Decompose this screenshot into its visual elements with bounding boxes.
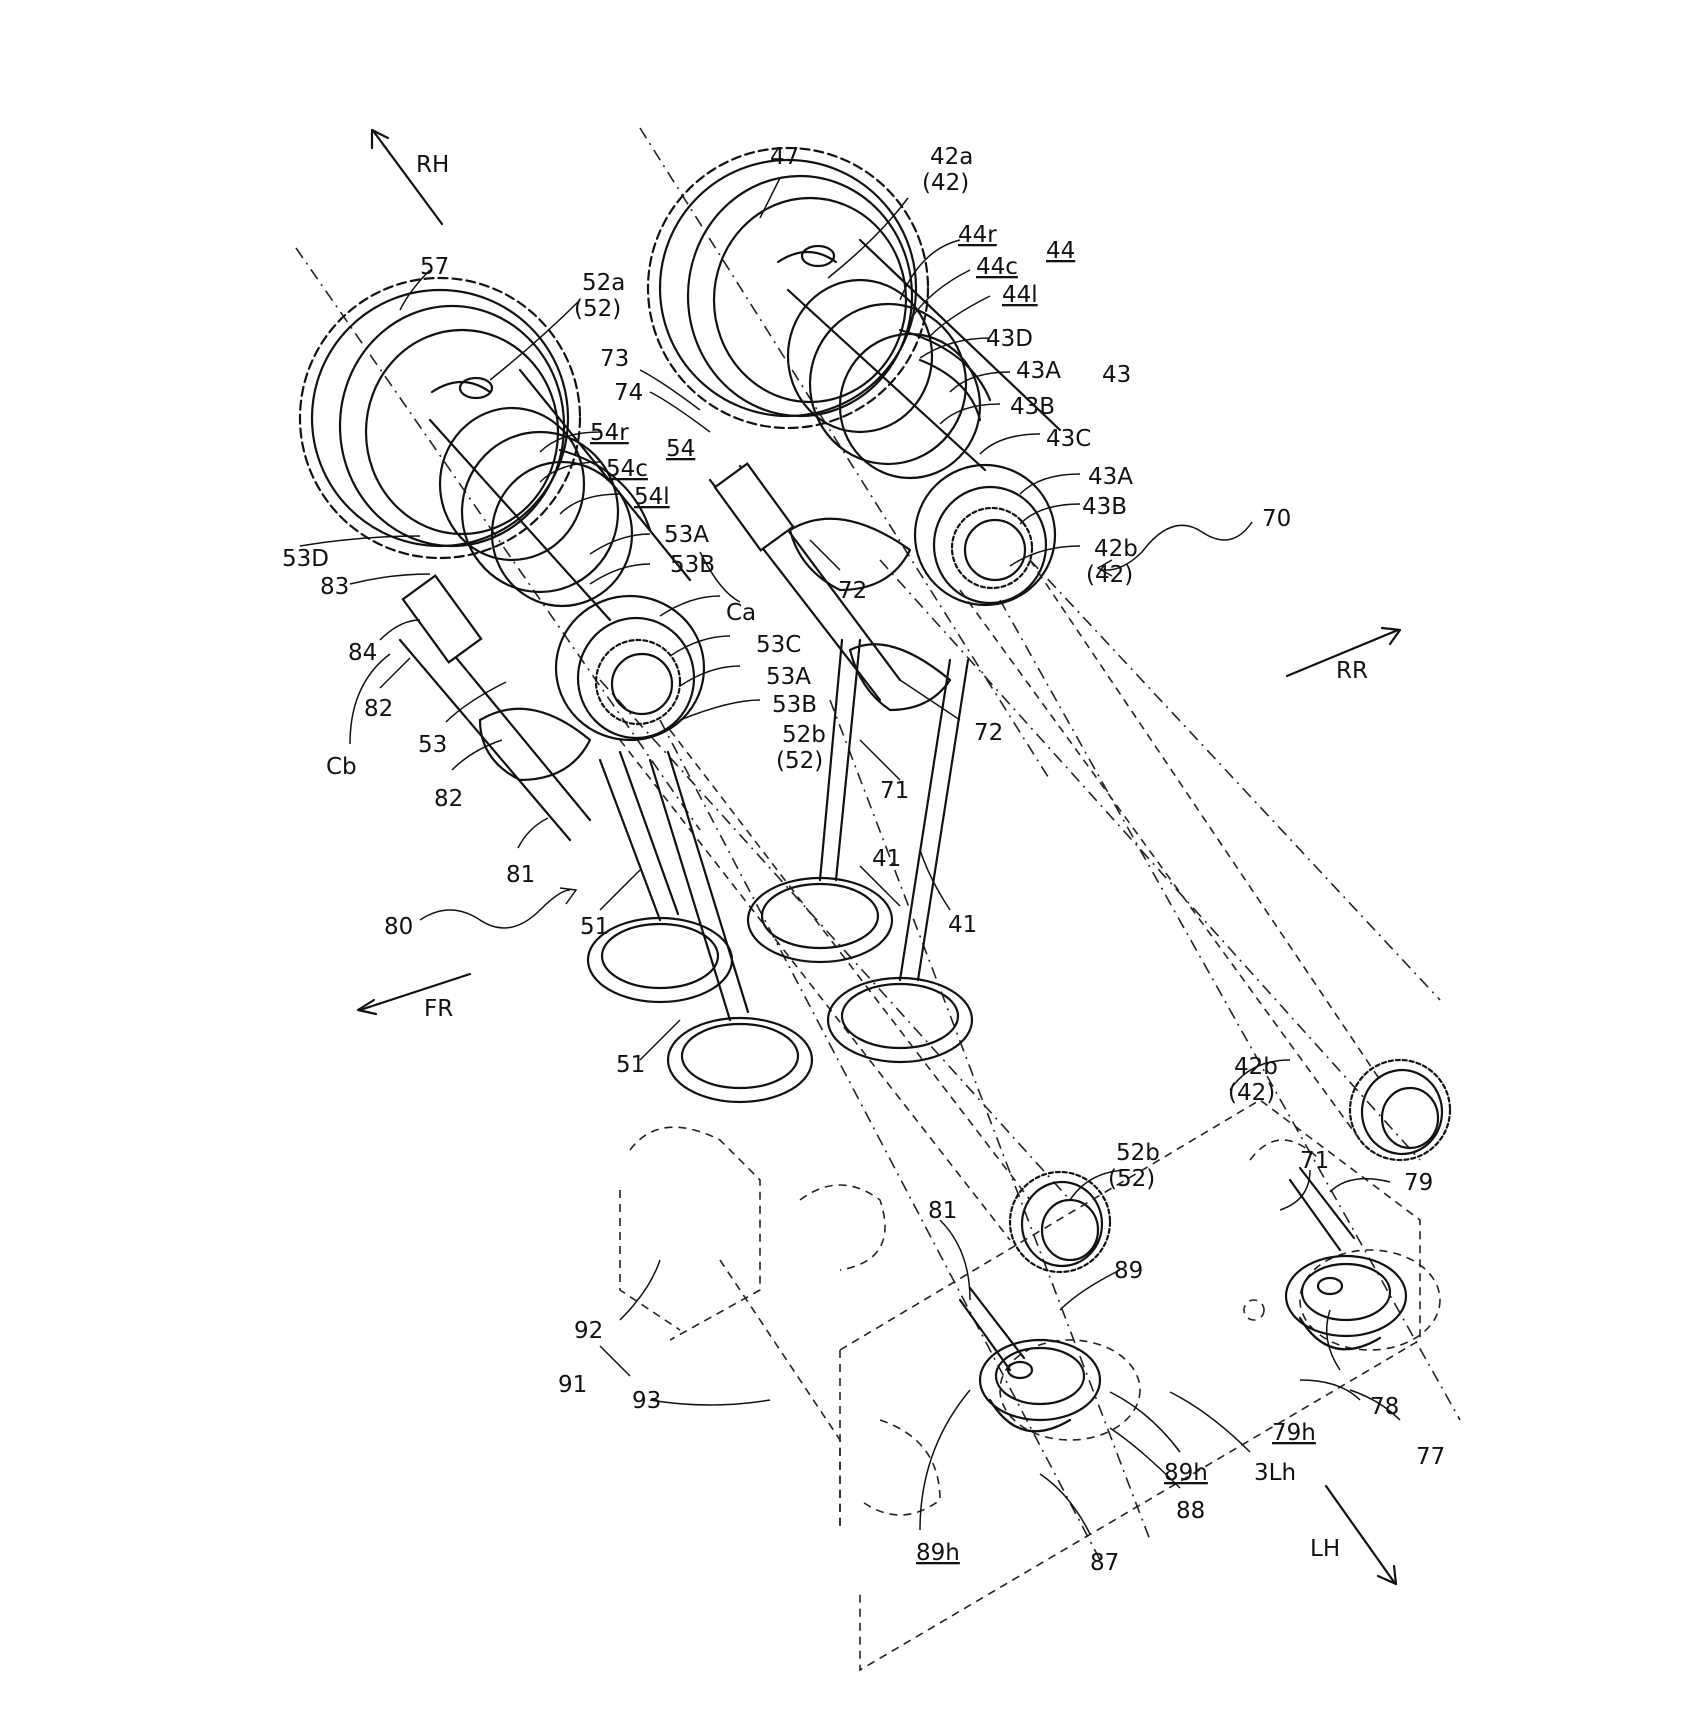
label-81-upper: 81 xyxy=(506,862,535,888)
direction-label-fr: FR xyxy=(424,996,453,1022)
label-3Lh: 3Lh xyxy=(1254,1460,1296,1486)
label-89: 89 xyxy=(1114,1258,1143,1284)
cylinder-head-91 xyxy=(620,1100,1440,1670)
label-52b-lower-paren: (52) xyxy=(1108,1166,1155,1192)
label-52a: 52a xyxy=(582,270,625,296)
label-43A-upper: 43A xyxy=(1016,358,1061,384)
label-52b-lower: 52b xyxy=(1116,1140,1160,1166)
label-70: 70 xyxy=(1262,506,1291,532)
label-89h-right: 89h xyxy=(1164,1460,1208,1486)
label-71-lower: 71 xyxy=(1300,1148,1329,1174)
label-82-lower: 82 xyxy=(434,786,463,812)
label-89h-left: 89h xyxy=(916,1540,960,1566)
label-52b-upper: 52b xyxy=(782,722,826,748)
label-44l: 44l xyxy=(1002,282,1038,308)
label-53C: 53C xyxy=(756,632,801,658)
label-88: 88 xyxy=(1176,1498,1205,1524)
label-80: 80 xyxy=(384,914,413,940)
label-82-upper: 82 xyxy=(364,696,393,722)
label-74: 74 xyxy=(614,380,643,406)
label-Cb: Cb xyxy=(326,754,357,780)
label-44: 44 xyxy=(1046,238,1075,264)
label-52a-paren: (52) xyxy=(574,296,621,322)
direction-label-rr: RR xyxy=(1336,658,1368,684)
label-53A-upper: 53A xyxy=(664,522,709,548)
label-54l: 54l xyxy=(634,484,670,510)
label-79: 79 xyxy=(1404,1170,1433,1196)
label-42b-upper-paren: (42) xyxy=(1086,562,1133,588)
label-57: 57 xyxy=(420,254,449,280)
label-53B-upper: 53B xyxy=(670,552,715,578)
label-43C: 43C xyxy=(1046,426,1091,452)
direction-label-rh: RH xyxy=(416,152,449,178)
label-72-lower: 72 xyxy=(974,720,1003,746)
direction-arrow-rh: RH xyxy=(372,130,449,224)
label-Ca: Ca xyxy=(726,600,756,626)
label-44r: 44r xyxy=(958,222,997,248)
label-41-right: 41 xyxy=(948,912,977,938)
driven-gear-47 xyxy=(648,148,928,428)
lost-motion-device-77 xyxy=(1286,1256,1406,1349)
label-77: 77 xyxy=(1416,1444,1445,1470)
label-83: 83 xyxy=(320,574,349,600)
group-arrow-80 xyxy=(420,888,576,928)
label-43B-upper: 43B xyxy=(1010,394,1055,420)
label-42a: 42a xyxy=(930,144,973,170)
label-51-lower: 51 xyxy=(616,1052,645,1078)
label-79h: 79h xyxy=(1272,1420,1316,1446)
label-43D: 43D xyxy=(986,326,1033,352)
label-51-upper: 51 xyxy=(580,914,609,940)
label-87: 87 xyxy=(1090,1550,1119,1576)
intake-valve-51-b xyxy=(650,752,812,1102)
label-52b-upper-paren: (52) xyxy=(776,748,823,774)
label-44c: 44c xyxy=(976,254,1018,280)
label-72-upper: 72 xyxy=(838,578,867,604)
label-47: 47 xyxy=(770,144,799,170)
intake-camshaft xyxy=(300,278,1110,1272)
label-41-left: 41 xyxy=(872,846,901,872)
label-43A-lower: 43A xyxy=(1088,464,1133,490)
label-53D: 53D xyxy=(282,546,329,572)
label-92: 92 xyxy=(574,1318,603,1344)
label-54: 54 xyxy=(666,436,695,462)
label-53: 53 xyxy=(418,732,447,758)
label-91: 91 xyxy=(558,1372,587,1398)
label-42b-lower-paren: (42) xyxy=(1228,1080,1275,1106)
label-78: 78 xyxy=(1370,1394,1399,1420)
direction-arrow-fr: FR xyxy=(358,974,470,1022)
direction-label-lh: LH xyxy=(1310,1536,1340,1562)
label-93: 93 xyxy=(632,1388,661,1414)
label-53B-lower: 53B xyxy=(772,692,817,718)
label-42b-upper: 42b xyxy=(1094,536,1138,562)
label-43B-lower: 43B xyxy=(1082,494,1127,520)
label-53A-lower: 53A xyxy=(766,664,811,690)
label-42a-paren: (42) xyxy=(922,170,969,196)
label-71-upper: 71 xyxy=(880,778,909,804)
label-81-lower: 81 xyxy=(928,1198,957,1224)
label-43: 43 xyxy=(1102,362,1131,388)
label-54c: 54c xyxy=(606,456,648,482)
driven-gear-57 xyxy=(300,278,580,558)
label-54r: 54r xyxy=(590,420,629,446)
rocker-shaft-71 xyxy=(710,464,1354,1250)
label-73: 73 xyxy=(600,346,629,372)
label-42b-lower: 42b xyxy=(1234,1054,1278,1080)
label-84: 84 xyxy=(348,640,377,666)
rocker-shaft-81 xyxy=(400,576,1024,1370)
direction-arrow-rr: RR xyxy=(1287,628,1400,684)
direction-arrow-lh: LH xyxy=(1310,1486,1396,1584)
